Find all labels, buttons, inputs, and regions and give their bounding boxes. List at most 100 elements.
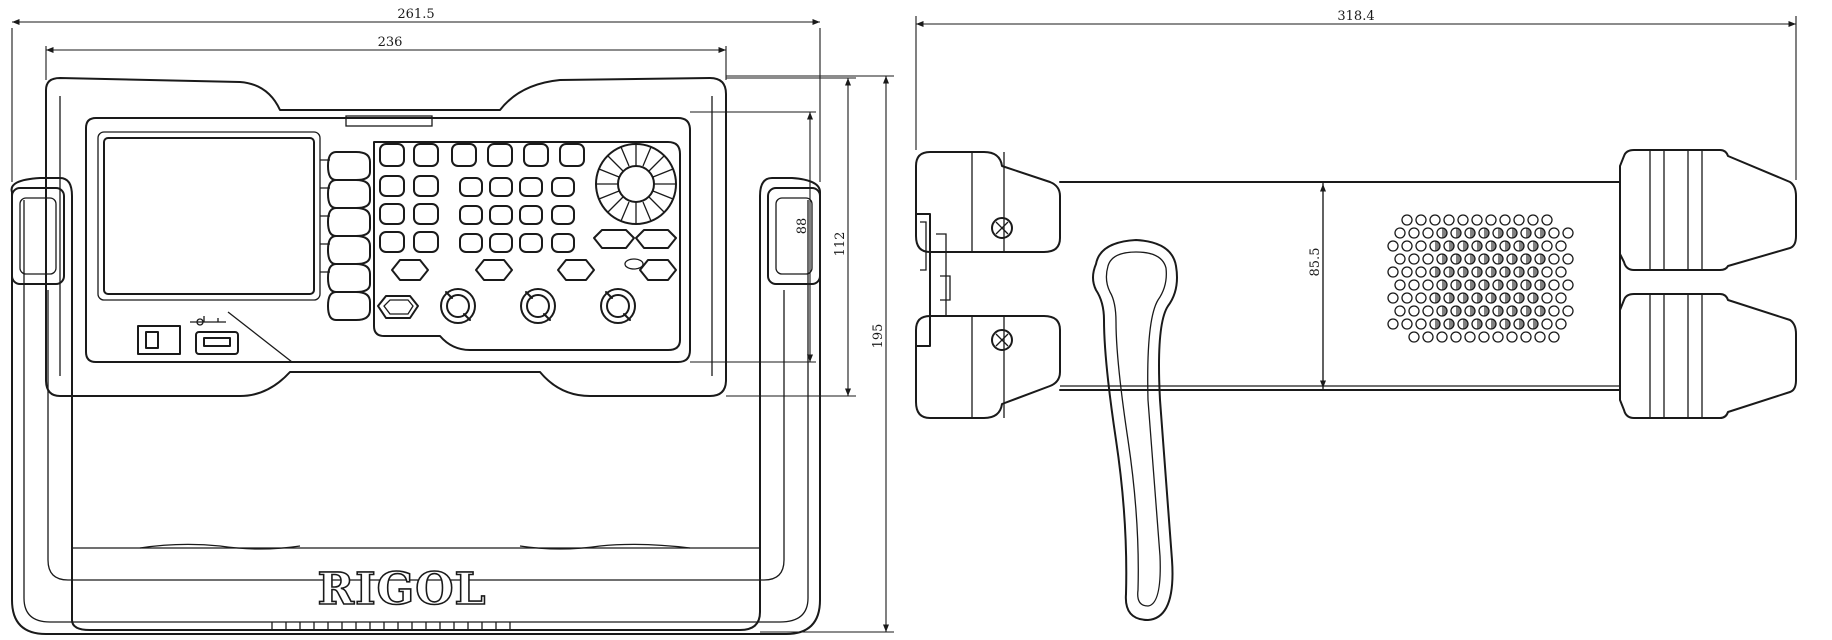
vent-hole-shade xyxy=(1449,267,1454,277)
vent-hole xyxy=(1471,214,1483,226)
vent-hole-shade xyxy=(1498,254,1503,264)
vent-hole xyxy=(1541,266,1553,278)
vent-hole-shade xyxy=(1442,228,1447,238)
vent-hole xyxy=(1548,305,1560,317)
vent-hole xyxy=(1429,214,1441,226)
vent-hole xyxy=(1401,240,1413,252)
vent-hole-shade xyxy=(1512,306,1517,316)
vent-hole xyxy=(1387,318,1399,330)
vent-hole xyxy=(1450,331,1462,343)
vent-hole xyxy=(1422,331,1434,343)
vent-hole-shade xyxy=(1526,254,1531,264)
vent-hole xyxy=(1555,318,1567,330)
vent-hole xyxy=(1548,279,1560,291)
vent-hole-shade xyxy=(1505,241,1510,251)
vent-hole-shade xyxy=(1435,293,1440,303)
vent-hole xyxy=(1401,266,1413,278)
vent-hole xyxy=(1562,279,1574,291)
vent-hole xyxy=(1408,227,1420,239)
vent-hole xyxy=(1436,331,1448,343)
vent-hole-shade xyxy=(1442,306,1447,316)
vent-hole-shade xyxy=(1505,267,1510,277)
vent-hole xyxy=(1408,279,1420,291)
vent-hole xyxy=(1401,292,1413,304)
vent-hole-shade xyxy=(1477,241,1482,251)
vent-hole-shade xyxy=(1512,254,1517,264)
vent-hole-shade xyxy=(1519,267,1524,277)
vent-hole-shade xyxy=(1449,319,1454,329)
vent-hole-shade xyxy=(1533,293,1538,303)
vent-hole-shade xyxy=(1526,280,1531,290)
dim-total-height: 195 xyxy=(871,324,886,349)
vent-hole-shade xyxy=(1463,319,1468,329)
vent-hole xyxy=(1541,292,1553,304)
vent-hole-shade xyxy=(1540,306,1545,316)
vent-hole-shade xyxy=(1435,241,1440,251)
vent-hole-shade xyxy=(1540,254,1545,264)
vent-hole xyxy=(1541,240,1553,252)
vent-hole xyxy=(1492,331,1504,343)
brand-logo: RIGOL xyxy=(318,564,487,615)
vent-hole-shade xyxy=(1540,228,1545,238)
vent-hole-shade xyxy=(1463,293,1468,303)
vent-hole xyxy=(1478,331,1490,343)
vent-hole-shade xyxy=(1540,280,1545,290)
vent-hole xyxy=(1394,253,1406,265)
vent-hole xyxy=(1548,227,1560,239)
side-handle xyxy=(1092,239,1178,621)
dim-side-depth: 318.4 xyxy=(1337,9,1374,24)
instrument-body xyxy=(45,77,727,397)
vent-hole-shade xyxy=(1442,280,1447,290)
vent-hole-shade xyxy=(1491,267,1496,277)
vent-hole-shade xyxy=(1526,228,1531,238)
vent-hole xyxy=(1443,214,1455,226)
vent-hole xyxy=(1499,214,1511,226)
vent-hole-shade xyxy=(1484,254,1489,264)
side-view xyxy=(915,149,1797,621)
vent-hole xyxy=(1555,292,1567,304)
vent-hole-shade xyxy=(1449,241,1454,251)
output-connectors xyxy=(440,288,636,324)
vent-hole xyxy=(1408,305,1420,317)
vent-hole-shade xyxy=(1526,306,1531,316)
vent-hole xyxy=(1548,331,1560,343)
vent-hole-shade xyxy=(1435,267,1440,277)
vent-hole-shade xyxy=(1456,280,1461,290)
vent-hole xyxy=(1408,253,1420,265)
vent-hole-shade xyxy=(1470,228,1475,238)
vent-hole xyxy=(1387,266,1399,278)
dim-panel-height: 88 xyxy=(795,218,810,235)
vent-hole-shade xyxy=(1456,254,1461,264)
vent-hole xyxy=(1555,240,1567,252)
vent-hole-shade xyxy=(1498,228,1503,238)
dim-front-total-width: 261.5 xyxy=(397,7,434,22)
vent-hole xyxy=(1394,227,1406,239)
vent-hole xyxy=(1562,253,1574,265)
vent-hole xyxy=(1401,214,1413,226)
vent-hole-shade xyxy=(1505,293,1510,303)
vent-hole-shade xyxy=(1505,319,1510,329)
vent-hole-shade xyxy=(1484,280,1489,290)
vent-hole xyxy=(1541,318,1553,330)
dim-body-height: 112 xyxy=(833,232,848,257)
vent-hole-shade xyxy=(1463,241,1468,251)
side-rear-feet xyxy=(1619,149,1797,419)
vent-hole-shade xyxy=(1477,293,1482,303)
rotary-knob xyxy=(595,143,677,225)
vent-hole-shade xyxy=(1456,228,1461,238)
ventilation-grille xyxy=(1387,214,1574,343)
vent-hole xyxy=(1401,318,1413,330)
vent-hole xyxy=(1548,253,1560,265)
vent-hole xyxy=(1422,305,1434,317)
vent-hole-shade xyxy=(1470,254,1475,264)
vent-hole xyxy=(1408,331,1420,343)
vent-hole-shade xyxy=(1498,280,1503,290)
vent-hole-shade xyxy=(1470,280,1475,290)
vent-hole xyxy=(1555,266,1567,278)
vent-hole-shade xyxy=(1512,280,1517,290)
dim-front-panel-width: 236 xyxy=(378,35,403,50)
usb-icon xyxy=(190,316,239,355)
vent-hole-shade xyxy=(1512,228,1517,238)
power-switch-icon xyxy=(137,325,181,355)
vent-hole xyxy=(1457,214,1469,226)
